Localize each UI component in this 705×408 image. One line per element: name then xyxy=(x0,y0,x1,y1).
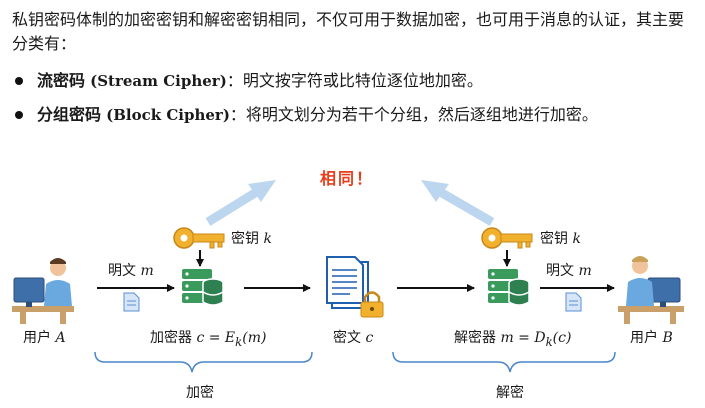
same-key-arrow-left xyxy=(205,180,276,226)
decryptor-icon xyxy=(488,269,530,306)
key-icon-right xyxy=(481,227,533,249)
bullet-description: ：将明文划分为若干个分组，然后逐组地进行加密。 xyxy=(229,105,598,124)
user-b-label: 用户 B xyxy=(630,330,673,346)
bullet-english-term: (Stream Cipher) xyxy=(90,72,227,90)
encryptor-icon xyxy=(182,269,224,306)
key-icon-left xyxy=(173,227,225,249)
bullet-dot xyxy=(15,110,23,119)
plaintext-doc-icon-left xyxy=(123,292,140,312)
user-a-icon xyxy=(12,258,74,324)
brace-encrypt-label: 加密 xyxy=(186,385,214,401)
bullet-dot xyxy=(15,76,23,85)
same-label: 相同！ xyxy=(320,169,375,188)
bullet-stream-cipher: 流密码 (Stream Cipher)：明文按字符或比特位逐位地加密。 xyxy=(12,70,483,92)
bullet-term: 分组密码 xyxy=(37,105,102,124)
bullet-description: ：明文按字符或比特位逐位地加密。 xyxy=(226,71,483,90)
encryptor-label: 加密器 c = Ek(m) xyxy=(150,330,267,349)
bullet-english-term: (Block Cipher) xyxy=(106,106,230,124)
decryptor-label: 解密器 m = Dk(c) xyxy=(454,330,572,349)
brace-decrypt-label: 解密 xyxy=(496,385,524,401)
plaintext-label-left: 明文 m xyxy=(108,263,154,279)
ciphertext-doc-icon xyxy=(326,256,369,309)
plaintext-doc-icon-right xyxy=(565,292,582,312)
key-label-right: 密钥 k xyxy=(540,231,581,247)
bullet-block-cipher: 分组密码 (Block Cipher)：将明文划分为若干个分组，然后逐组地进行加… xyxy=(12,104,598,126)
user-b-icon xyxy=(618,256,684,324)
ciphertext-label: 密文 c xyxy=(333,330,374,346)
intro-text: 私钥密码体制的加密密钥和解密密钥相同，不仅可用于数据加密，也可用于消息的认证，其… xyxy=(12,10,685,53)
key-label-left: 密钥 k xyxy=(231,231,272,247)
user-a-label: 用户 A xyxy=(23,330,66,346)
brace-decrypt xyxy=(392,351,616,373)
same-key-arrow-right xyxy=(421,180,495,226)
lock-icon xyxy=(360,291,384,318)
bullet-term: 流密码 xyxy=(37,71,86,90)
brace-encrypt xyxy=(94,351,313,373)
plaintext-label-right: 明文 m xyxy=(546,263,592,279)
